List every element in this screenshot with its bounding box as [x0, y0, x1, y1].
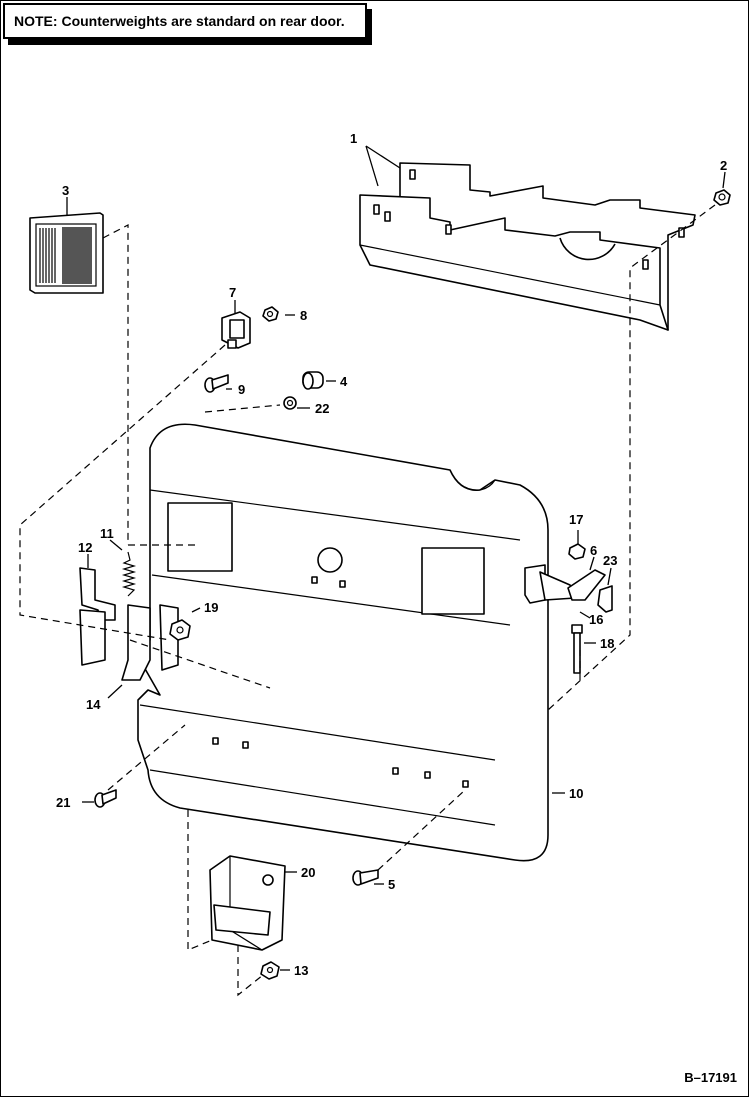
rear-door-panel: [137, 423, 549, 862]
note-text: Counterweights are standard on rear door…: [61, 13, 345, 29]
callout-7: 7: [229, 285, 236, 300]
nut-19: [169, 619, 191, 641]
callout-22: 22: [315, 401, 329, 416]
callout-16: 16: [589, 612, 603, 627]
callout-23: 23: [603, 553, 617, 568]
clip-23: [597, 585, 613, 613]
callout-1: 1: [350, 131, 357, 146]
washer-22: [283, 396, 297, 410]
nut-8: [262, 306, 279, 322]
nut-17: [568, 543, 586, 560]
bolt-9: [204, 374, 229, 393]
callout-2: 2: [720, 158, 727, 173]
counterweight-plates: [359, 162, 696, 331]
latch-spring-11: [121, 551, 137, 597]
callout-10: 10: [569, 786, 583, 801]
callout-3: 3: [62, 183, 69, 198]
bolt-21: [94, 789, 117, 808]
callout-4: 4: [340, 374, 348, 389]
callout-12: 12: [78, 540, 92, 555]
latch-7: [221, 311, 251, 349]
bumper-4: [302, 371, 324, 390]
note-label: NOTE:: [14, 13, 58, 29]
callout-18: 18: [600, 636, 614, 651]
callout-21: 21: [56, 795, 70, 810]
figure-id: B–17191: [684, 1070, 737, 1085]
grille-3: [29, 212, 104, 294]
latch-link-12: [79, 567, 116, 666]
callout-19: 19: [204, 600, 218, 615]
nut-2: [713, 189, 731, 206]
callout-9: 9: [238, 382, 245, 397]
callout-5: 5: [388, 877, 395, 892]
callout-13: 13: [294, 963, 308, 978]
callout-11: 11: [100, 526, 114, 541]
note-box: NOTE: Counterweights are standard on rea…: [3, 3, 367, 39]
leader-lines: [66, 145, 726, 971]
bolt-5: [352, 869, 379, 886]
counterweight-bracket-20: [209, 855, 286, 951]
hinge-bracket-16: [524, 564, 576, 604]
callout-14: 14: [86, 697, 101, 712]
assembly-lines: [19, 204, 716, 997]
callout-20: 20: [301, 865, 315, 880]
callout-8: 8: [300, 308, 307, 323]
nut-13: [260, 961, 280, 980]
hinge-plate-6: [567, 569, 606, 601]
callout-17: 17: [569, 512, 583, 527]
callout-6: 6: [590, 543, 597, 558]
